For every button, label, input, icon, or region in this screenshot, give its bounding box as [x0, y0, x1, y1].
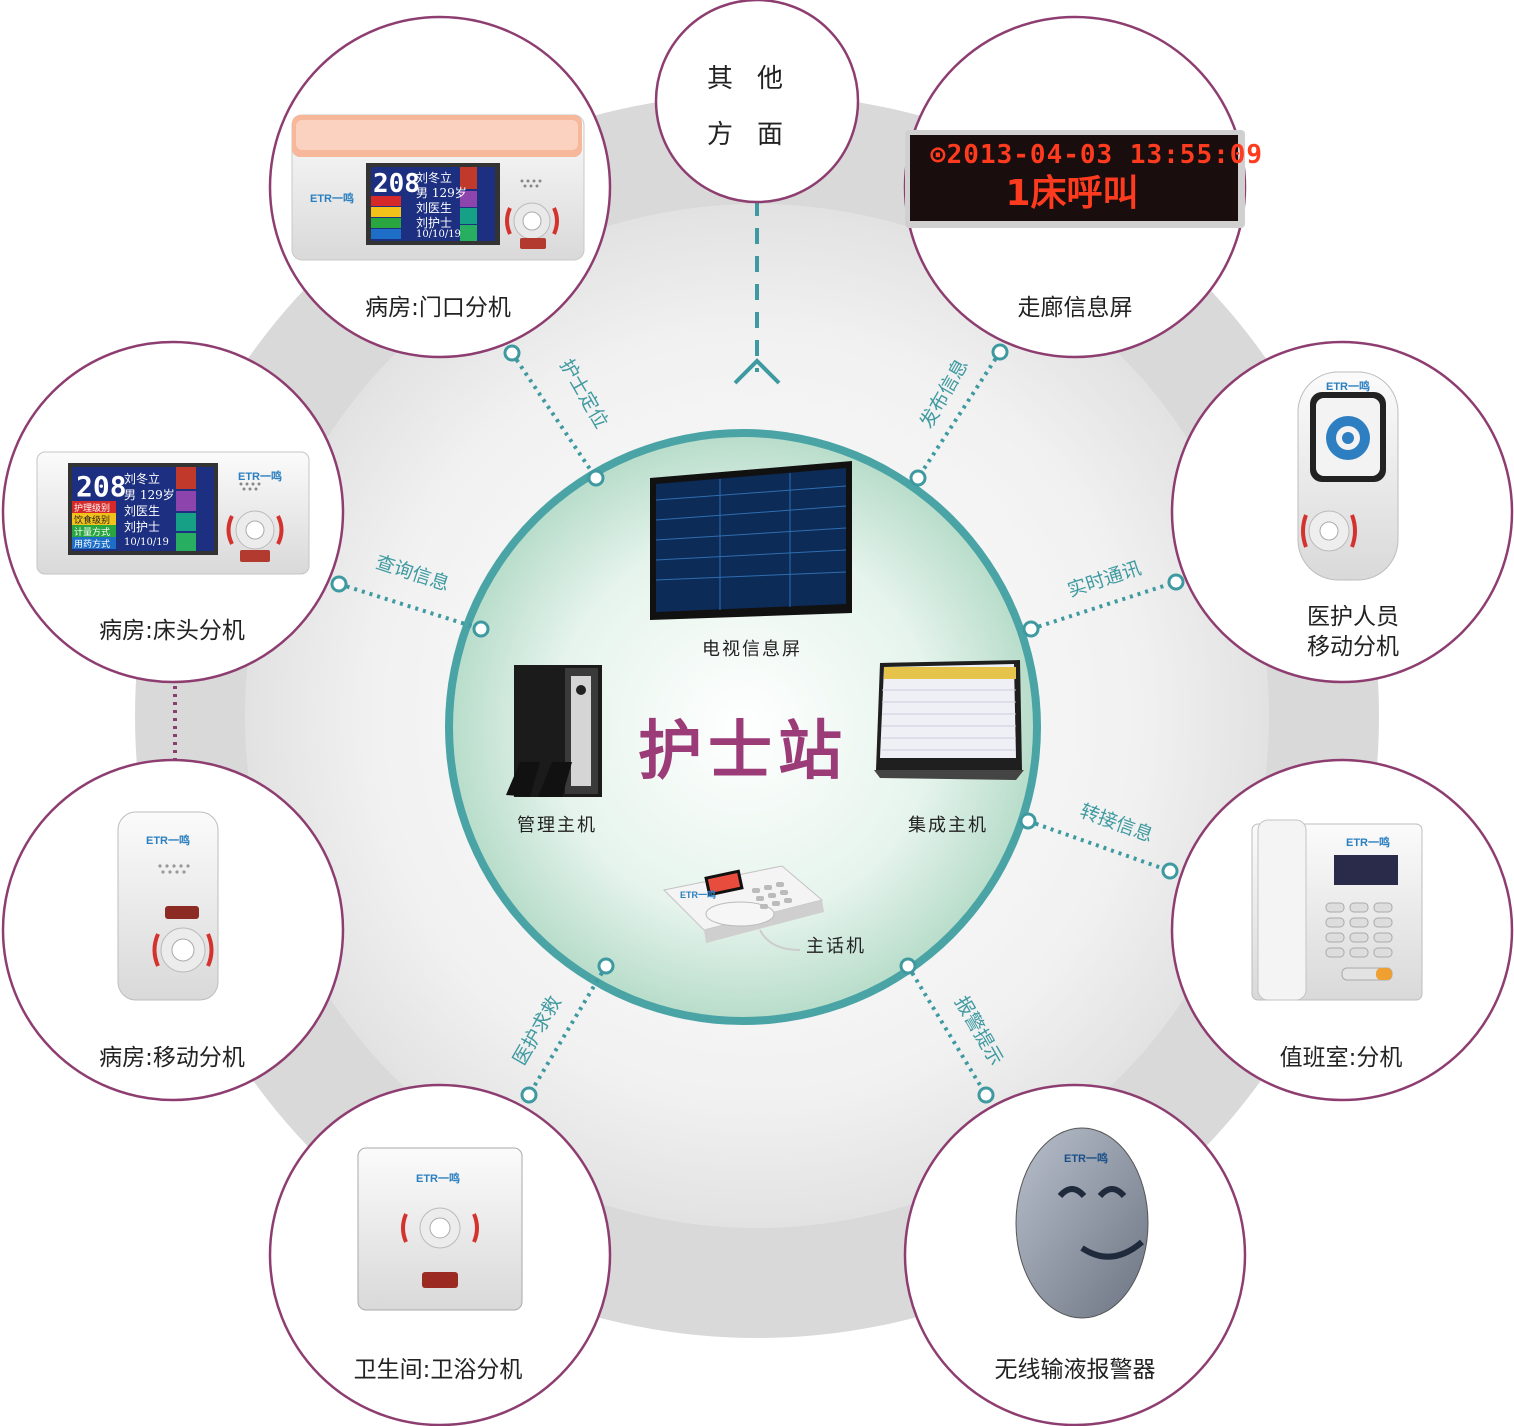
conn-label-realtime-comm: 实时通讯: [1064, 557, 1145, 602]
bathroom-brand-logo: ETR一鸣: [416, 1173, 460, 1185]
bathroom-unit-device: [357, 1147, 523, 1311]
connectors: [330, 343, 1185, 1104]
infusion-alarm-device: [1015, 1127, 1149, 1319]
conn-label-emergency-help: 医护求救: [508, 992, 566, 1070]
bedside-nurse: 刘护士: [124, 520, 161, 534]
bedside-doctor: 刘医生: [124, 504, 161, 518]
duty-room-label: 值班室:分机: [1279, 1045, 1403, 1071]
corridor-led-screen: [905, 130, 1245, 228]
bedside-tag-diet-level: 饮食级别: [74, 516, 111, 526]
other-label-line1: 其他: [706, 64, 808, 94]
corridor-screen-label: 走廊信息屏: [1017, 295, 1133, 321]
tv-screen-device: [650, 461, 852, 620]
door-brand-logo: ETR一鸣: [310, 193, 354, 205]
conn-label-nurse-locate: 护士定位: [555, 355, 613, 433]
bedside-room-number: 208: [76, 470, 127, 503]
medical-staff-label-line2: 移动分机: [1307, 634, 1399, 660]
master-phone-label: 主话机: [806, 936, 866, 957]
nurse-station-title: 护士站: [638, 715, 848, 789]
room-mobile-brand-logo: ETR一鸣: [146, 835, 190, 847]
led-message: 1床呼叫: [1005, 173, 1139, 214]
management-host-label: 管理主机: [517, 815, 597, 836]
staff-mobile-brand-logo: ETR一鸣: [1326, 381, 1370, 393]
duty-room-phone: [1251, 819, 1423, 1001]
bedside-tag-care-level: 护理级别: [74, 504, 111, 514]
tv-screen-label: 电视信息屏: [702, 639, 802, 660]
bedside-unit-label: 病房:床头分机: [99, 618, 245, 644]
master-phone-brand-logo: ETR一鸣: [680, 890, 717, 900]
bedside-unit-device: [36, 451, 310, 575]
room-mobile-device: [117, 811, 219, 1001]
door-room-number: 208: [373, 169, 420, 199]
bedside-date: 10/10/19: [124, 537, 169, 548]
led-datetime: ⊙2013-04-03 13:55:09: [930, 140, 1264, 170]
nurse-station-disk: [445, 429, 1041, 1025]
conn-label-transfer-info: 转接信息: [1077, 800, 1156, 847]
mobile-unit-label: 病房:移动分机: [99, 1045, 245, 1071]
bedside-tag-dosage: 计量方式: [74, 528, 111, 538]
medical-staff-label-line1: 医护人员: [1307, 604, 1399, 630]
door-patient-info: 男 129岁: [416, 186, 467, 200]
door-unit-label: 病房:门口分机: [365, 295, 511, 321]
door-nurse: 刘护士: [416, 216, 453, 230]
bedside-brand-logo: ETR一鸣: [238, 471, 282, 483]
management-host-device: [506, 665, 602, 797]
bathroom-label: 卫生间:卫浴分机: [353, 1357, 523, 1383]
door-date: 10/10/19: [416, 229, 461, 240]
other-label-line2: 方面: [706, 120, 808, 150]
bedside-patient-info: 男 129岁: [124, 488, 175, 502]
phone-brand-logo: ETR一鸣: [1346, 837, 1390, 849]
conn-label-publish-info: 发布信息: [915, 355, 973, 433]
conn-label-alarm-prompt: 报警提示: [950, 992, 1008, 1070]
infusion-alarm-label: 无线输液报警器: [994, 1357, 1156, 1383]
integrated-host-label: 集成主机: [908, 815, 988, 836]
alarm-brand-logo: ETR一鸣: [1064, 1153, 1108, 1165]
integrated-host-device: [874, 660, 1024, 780]
staff-mobile-device: [1297, 371, 1399, 581]
door-unit-device: [291, 114, 585, 261]
bedside-patient-name: 刘冬立: [124, 472, 161, 486]
bedside-tag-medication: 用药方式: [74, 540, 111, 550]
door-doctor: 刘医生: [416, 201, 453, 215]
door-patient-name: 刘冬立: [416, 171, 453, 185]
conn-label-query-info: 查询信息: [372, 551, 453, 596]
master-phone-device: [662, 865, 824, 951]
